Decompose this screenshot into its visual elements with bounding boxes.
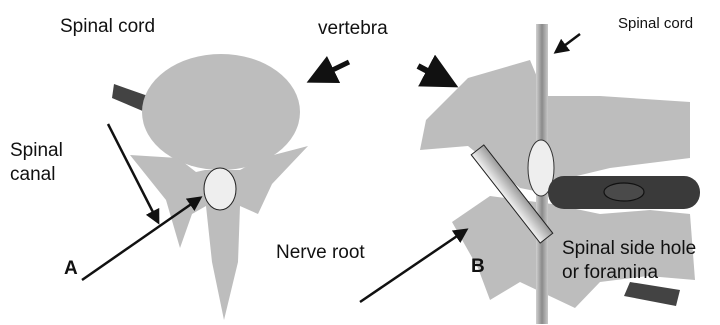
arrow-spinal-cord-right xyxy=(556,34,580,52)
arrow-vertebra-right xyxy=(418,66,452,84)
nerve-root-oval xyxy=(604,183,644,201)
dark-edge-right xyxy=(624,282,680,306)
label-side-hole-1: Spinal side hole xyxy=(562,238,696,260)
label-spinal-canal-2: canal xyxy=(10,164,55,186)
label-spinal-cord-right: Spinal cord xyxy=(618,15,693,32)
arrow-vertebra xyxy=(312,62,349,80)
lateral-vertebra-body xyxy=(420,60,690,196)
spinal-cord-oval-left xyxy=(204,168,236,210)
label-side-hole-2: or foramina xyxy=(562,262,658,284)
arrow-b-needle xyxy=(360,230,466,302)
label-vertebra: vertebra xyxy=(318,18,388,40)
label-spinal-cord-left: Spinal cord xyxy=(60,16,155,38)
label-spinal-canal-1: Spinal xyxy=(10,140,63,162)
label-marker-a: A xyxy=(64,258,78,280)
vertebral-body-left xyxy=(142,54,300,170)
label-marker-b: B xyxy=(471,256,485,278)
label-nerve-root: Nerve root xyxy=(276,242,365,264)
